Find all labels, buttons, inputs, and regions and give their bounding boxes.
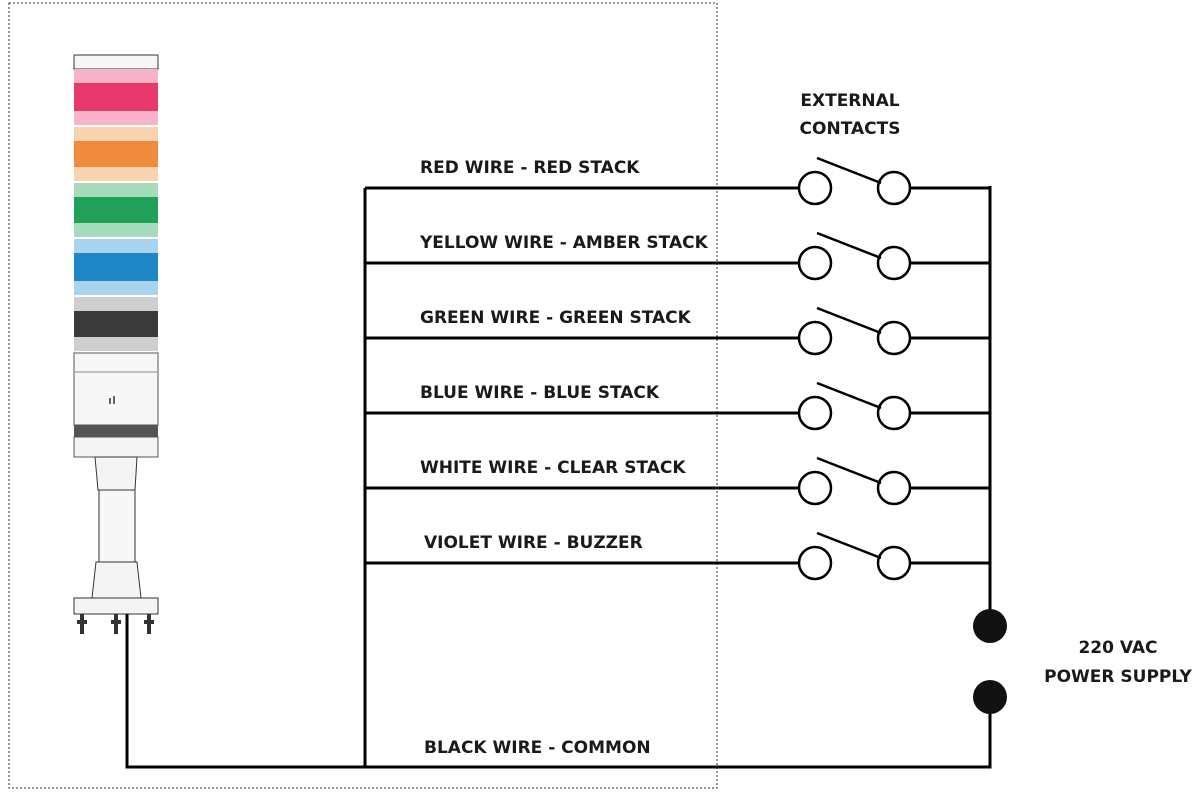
common-wire <box>125 614 992 769</box>
common-wire-label: BLACK WIRE - COMMON <box>424 738 651 758</box>
tower-mount <box>91 561 142 599</box>
red-stack <box>74 69 158 125</box>
tower-vent <box>74 425 158 437</box>
contact-terminal-right <box>876 470 912 506</box>
contact-terminal-left <box>797 320 833 356</box>
power-terminal-top <box>973 609 1007 643</box>
wire-label: BLUE WIRE - BLUE STACK <box>420 383 660 403</box>
tower-enclosure-border <box>8 2 718 789</box>
contact-terminal-left <box>797 245 833 281</box>
tower-light <box>73 54 159 634</box>
switch-blade <box>816 156 882 185</box>
wire-row: WHITE WIRE - CLEAR STACK <box>365 456 990 506</box>
tower-bolts <box>77 614 154 634</box>
switch-blade <box>816 306 882 335</box>
contact-terminal-right <box>876 170 912 206</box>
amber-stack <box>74 127 158 181</box>
tower-neck <box>94 456 138 491</box>
wire-label: YELLOW WIRE - AMBER STACK <box>419 233 709 253</box>
wire-row: VIOLET WIRE - BUZZER <box>365 531 990 581</box>
wire-label: RED WIRE - RED STACK <box>420 158 640 178</box>
contact-terminal-right <box>876 245 912 281</box>
wire-rows: RED WIRE - RED STACK YELLOW WIRE - AMBER … <box>365 156 990 581</box>
contact-terminal-left <box>797 470 833 506</box>
switch-blade <box>816 456 882 485</box>
power-terminal-bottom <box>973 680 1007 714</box>
tower-base <box>73 597 159 615</box>
wire-row: YELLOW WIRE - AMBER STACK <box>365 231 990 281</box>
power-supply-label-line1: 220 VAC <box>1078 638 1157 658</box>
contact-terminal-left <box>797 395 833 431</box>
green-stack <box>74 183 158 237</box>
wire-row: GREEN WIRE - GREEN STACK <box>365 306 990 356</box>
wire-label: WHITE WIRE - CLEAR STACK <box>420 458 686 478</box>
switch-blade <box>816 531 882 560</box>
clear-stack <box>74 297 158 351</box>
tower-body <box>73 352 159 426</box>
power-supply-label-line2: POWER SUPPLY <box>1044 667 1192 687</box>
switch-blade <box>816 381 882 410</box>
contact-terminal-right <box>876 320 912 356</box>
contacts-label-line2: CONTACTS <box>800 119 901 139</box>
contact-terminal-right <box>876 395 912 431</box>
wire-label: GREEN WIRE - GREEN STACK <box>420 308 692 328</box>
contact-terminal-right <box>876 545 912 581</box>
wire-label: VIOLET WIRE - BUZZER <box>424 533 643 553</box>
switch-blade <box>816 231 882 260</box>
contact-terminal-left <box>797 170 833 206</box>
contact-terminal-left <box>797 545 833 581</box>
blue-stack <box>74 239 158 295</box>
contacts-label-line1: EXTERNAL <box>800 91 899 111</box>
tower-pole <box>98 489 136 563</box>
wire-row: RED WIRE - RED STACK <box>365 156 990 206</box>
wire-row: BLUE WIRE - BLUE STACK <box>365 381 990 431</box>
tower-cap <box>73 54 159 70</box>
